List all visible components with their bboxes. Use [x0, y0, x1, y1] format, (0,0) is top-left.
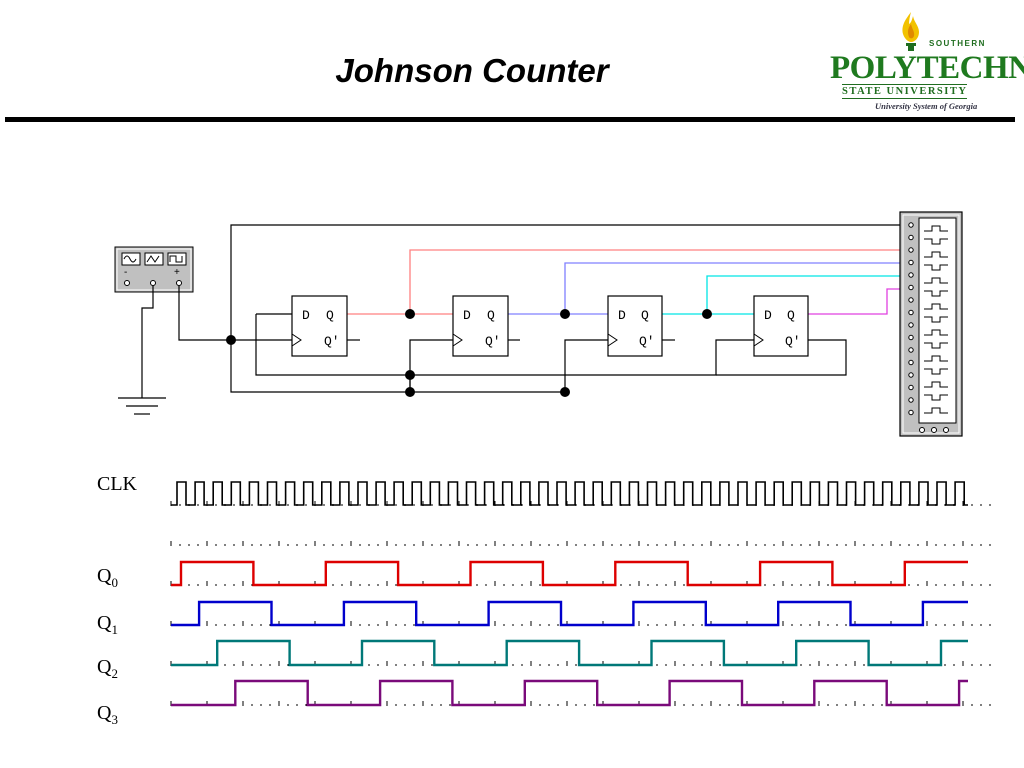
- analyzer-screen-waves: [924, 225, 948, 414]
- analyzer-pin: [908, 397, 914, 403]
- analyzer-wave-glyph: [924, 407, 948, 414]
- analyzer-input-pins: [908, 222, 914, 416]
- flip-flop-0: D Q Q': [291, 295, 348, 357]
- analyzer-wave-glyph: [924, 290, 948, 297]
- flip-flop-2: D Q Q': [607, 295, 663, 357]
- ff3-d-label: D: [764, 308, 772, 323]
- ff2-qn-label: Q': [639, 334, 655, 349]
- analyzer-wave-glyph: [924, 251, 948, 258]
- ff2-d-label: D: [618, 308, 626, 323]
- analyzer-pin: [908, 384, 914, 391]
- analyzer-wave-glyph: [924, 342, 948, 349]
- timing-grid-dots: [170, 501, 991, 706]
- analyzer-wave-glyph: [924, 238, 948, 245]
- ff1-qn-label: Q': [485, 334, 501, 349]
- ff1-d-label: D: [463, 308, 471, 323]
- analyzer-pin: [908, 272, 914, 278]
- q1-label: Q1: [97, 612, 118, 637]
- q2-label: Q2: [97, 656, 118, 681]
- analyzer-pin: [908, 372, 914, 378]
- ground-symbol: [118, 286, 166, 415]
- ff0-qn-label: Q': [324, 334, 340, 349]
- q3-wire: [808, 288, 900, 315]
- analyzer-pin: [908, 409, 914, 416]
- analyzer-wave-glyph: [924, 368, 948, 375]
- ff3-q-label: Q: [787, 308, 795, 323]
- junction-dots: [226, 309, 712, 397]
- ff3-qn-label: Q': [785, 334, 801, 349]
- clk-label: CLK: [97, 473, 137, 495]
- trace-clk: [171, 481, 968, 506]
- square-wave-icon: [167, 252, 187, 266]
- torch-flame-icon: [902, 12, 919, 51]
- triangle-wave-icon: [144, 252, 164, 266]
- flip-flop-1: D Q Q': [452, 295, 509, 357]
- analyzer-pin: [908, 322, 914, 328]
- ff0-q-label: Q: [326, 308, 334, 323]
- analyzer-wave-glyph: [924, 381, 948, 388]
- title-rule: [5, 117, 1015, 122]
- slide-title: Johnson Counter: [335, 52, 609, 89]
- analyzer-pin: [908, 247, 914, 253]
- ff2-q-label: Q: [641, 308, 649, 323]
- ff1-q-label: Q: [487, 308, 495, 323]
- analyzer-wave-glyph: [924, 355, 948, 362]
- q0-wire: [347, 249, 900, 315]
- clock-and-feedback-wiring: [178, 224, 900, 393]
- analyzer-pin: [908, 297, 914, 303]
- analyzer-pin: [908, 359, 914, 366]
- timing-traces: [171, 481, 968, 707]
- analyzer-pin: [908, 259, 914, 266]
- analyzer-wave-glyph: [924, 394, 948, 401]
- ff0-d-label: D: [302, 308, 310, 323]
- analyzer-wave-glyph: [924, 277, 948, 284]
- q3-label: Q3: [97, 702, 118, 727]
- analyzer-wave-glyph: [924, 316, 948, 323]
- flip-flop-3: D Q Q': [753, 295, 809, 357]
- analyzer-pin: [908, 222, 914, 228]
- trace-q2: [171, 639, 968, 667]
- analyzer-pin: [908, 234, 914, 241]
- analyzer-wave-glyph: [924, 264, 948, 271]
- analyzer-wave-glyph: [924, 329, 948, 336]
- logo-southern: SOUTHERN: [929, 39, 986, 48]
- logo-system: University System of Georgia: [875, 101, 978, 111]
- trace-q0: [171, 560, 968, 587]
- q2-wire: [662, 275, 900, 315]
- logo-polytechnic: POLYTECHNIC: [830, 50, 1024, 86]
- analyzer-pin: [908, 284, 914, 291]
- generator-minus-label: -: [124, 267, 127, 278]
- sine-wave-icon: [121, 252, 141, 266]
- analyzer-pin: [908, 347, 914, 353]
- analyzer-wave-glyph: [924, 303, 948, 310]
- generator-plus-label: +: [174, 267, 180, 278]
- logo-state-university: STATE UNIVERSITY: [842, 84, 968, 99]
- function-generator: - +: [114, 246, 194, 293]
- analyzer-pin: [908, 334, 914, 341]
- trace-q1: [171, 600, 968, 627]
- trace-q3: [171, 679, 968, 707]
- university-logo: SOUTHERN POLYTECHNIC STATE UNIVERSITY Un…: [826, 10, 1024, 111]
- q0-label: Q0: [97, 565, 118, 590]
- logic-analyzer: [899, 211, 963, 437]
- analyzer-wave-glyph: [924, 225, 948, 232]
- q1-wire: [508, 262, 900, 315]
- analyzer-pin: [908, 309, 914, 316]
